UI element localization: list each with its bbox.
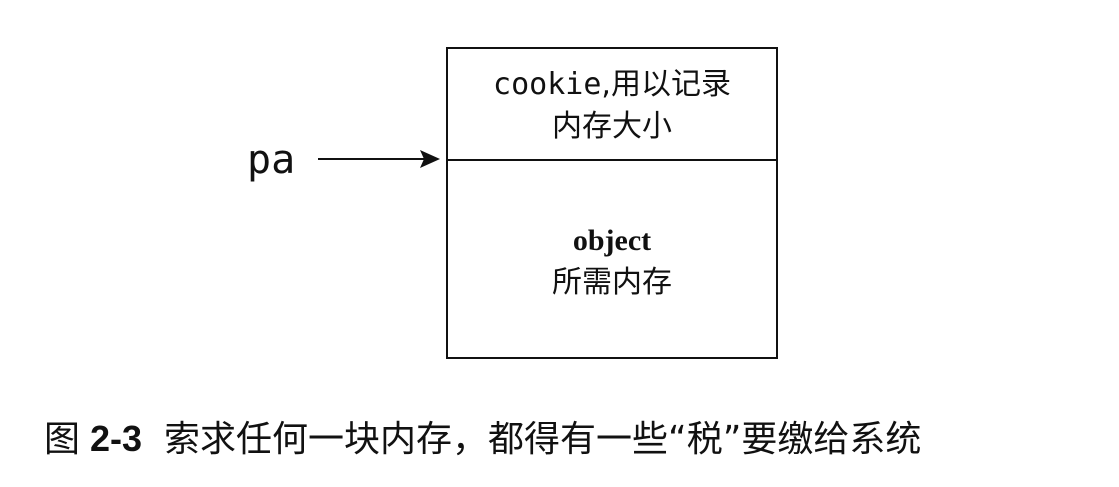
pointer-label: pa xyxy=(247,137,296,183)
memory-block xyxy=(446,47,778,359)
object-description: 所需内存 xyxy=(552,265,672,300)
cookie-line-1-rest: ,用以记录 xyxy=(601,67,731,102)
object-keyword: object xyxy=(572,224,652,257)
cookie-region: cookie,用以记录 内存大小 xyxy=(447,64,777,148)
caption-prefix: 图 xyxy=(44,419,81,460)
pointer-arrow-head xyxy=(420,150,440,168)
cookie-line-2: 内存大小 xyxy=(552,109,672,144)
cookie-keyword: cookie xyxy=(493,67,602,102)
cookie-line-1: cookie,用以记录 xyxy=(447,64,777,106)
object-region: object 所需内存 xyxy=(447,220,777,304)
caption-text: 索求任何一块内存，都得有一些“税”要缴给系统 xyxy=(164,419,922,460)
figure-number: 2-3 xyxy=(90,418,143,459)
